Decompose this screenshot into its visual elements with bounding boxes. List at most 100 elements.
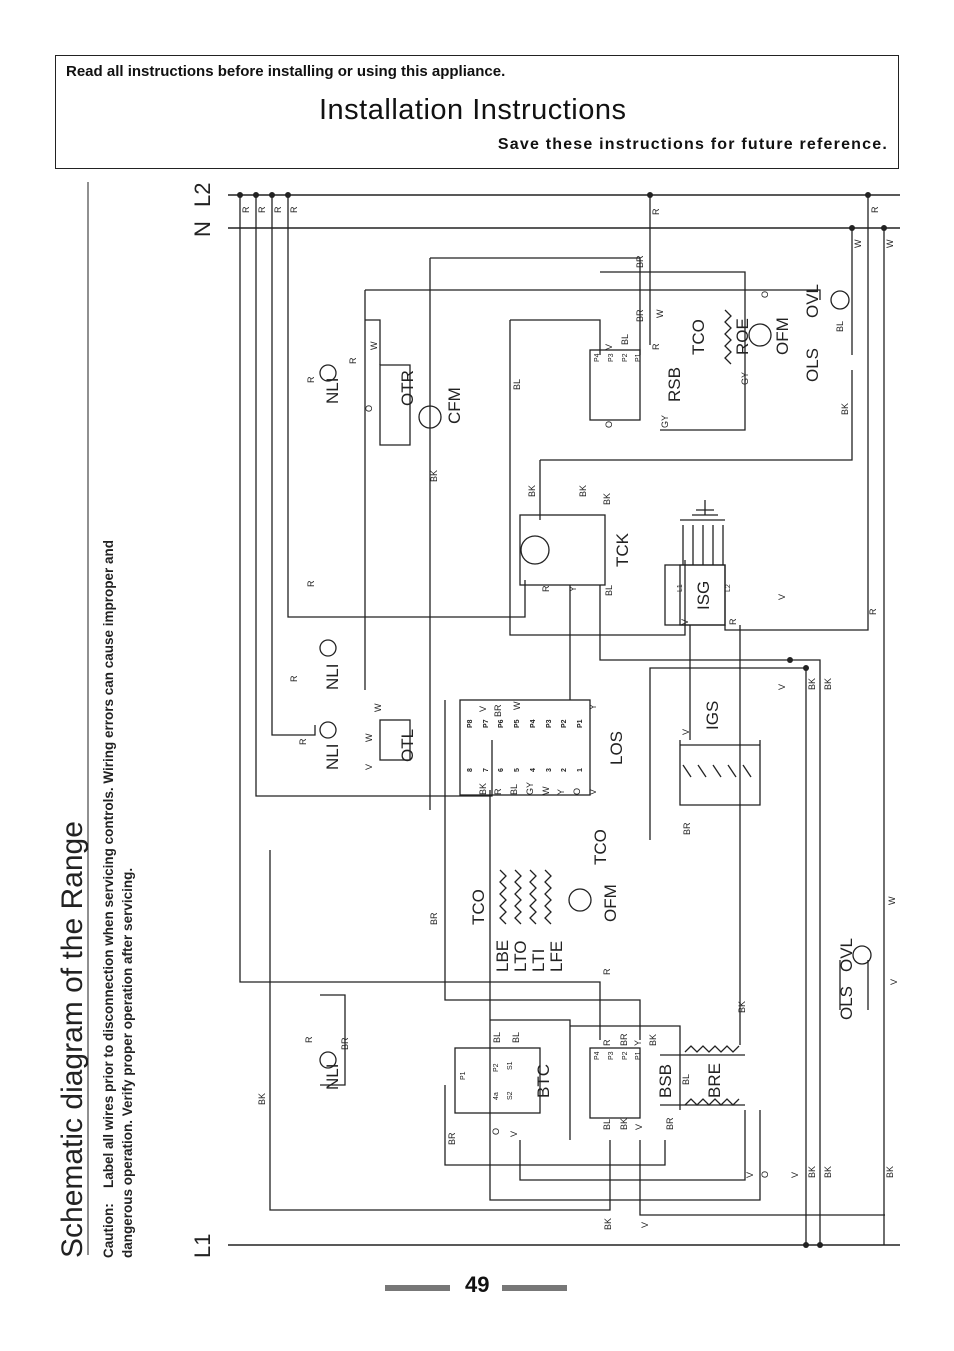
wire-code-o: O <box>572 788 582 795</box>
wire-code-bk: BK <box>840 403 850 415</box>
terminal-p4: P4 <box>530 719 537 728</box>
isg-label: ISG <box>694 581 713 610</box>
terminal-6: 6 <box>498 768 505 772</box>
wire-code-v: V <box>588 789 598 795</box>
wire-code-v: V <box>640 1222 650 1228</box>
power-rails <box>228 194 900 1246</box>
otl-label: OTL <box>398 729 417 762</box>
wire-code-bk: BK <box>478 783 488 795</box>
wire-code-bk: BK <box>429 470 439 482</box>
wire-code-br: BR <box>447 1132 457 1145</box>
wire-code-bl: BL <box>835 321 845 332</box>
ofm-motor-icon <box>748 323 772 347</box>
wire-code-bk: BK <box>885 1166 895 1178</box>
bsb-terminal-p2: P2 <box>622 1051 629 1060</box>
tco-label-1: TCO <box>689 319 708 355</box>
wire-code-bk: BK <box>737 1001 747 1013</box>
component-boxes <box>379 349 726 1119</box>
wire-code-o: O <box>760 291 770 298</box>
isg-terminal-l1: L1 <box>677 584 684 592</box>
heating-elements <box>499 309 740 1106</box>
wire-code-y: Y <box>588 704 598 710</box>
terminal-3: 3 <box>546 768 553 772</box>
wire-code-r: R <box>257 206 267 213</box>
wire-code-r: R <box>868 608 878 615</box>
wire-code-w: W <box>853 239 863 248</box>
isg-block <box>664 564 726 626</box>
wire-code-y: Y <box>568 586 578 592</box>
wire-code-w: W <box>512 701 522 710</box>
wire-code-v: V <box>509 1131 519 1137</box>
page-title: Installation Instructions <box>319 94 627 126</box>
los-label: LOS <box>607 731 626 765</box>
wire-code-r: R <box>870 206 880 213</box>
otr-label: OTR <box>398 370 417 406</box>
wire-code-o: O <box>760 1171 770 1178</box>
lti-element-icon <box>529 869 537 925</box>
terminal-p5: P5 <box>514 719 521 728</box>
igs-switch-contacts <box>680 744 760 778</box>
wire-code-o: O <box>364 405 374 412</box>
page-footer: 49 <box>385 1272 567 1302</box>
wire-code-v: V <box>680 619 690 625</box>
nli-lamp-icon-3 <box>319 721 337 739</box>
nli-label-3: NLI <box>323 744 342 770</box>
motor-symbols <box>418 323 772 912</box>
igs-label: IGS <box>703 701 722 730</box>
cfm-label: CFM <box>445 387 464 424</box>
wire-code-w: W <box>887 896 897 905</box>
caution-text-line1: Label all wires prior to disconnection w… <box>101 540 116 1188</box>
terminal-7: 7 <box>483 768 490 772</box>
lbe-element-icon <box>499 869 507 925</box>
ovl-lamp-icon-2 <box>852 945 872 965</box>
terminal-1: 1 <box>577 768 584 772</box>
lamp-symbols <box>319 290 872 1069</box>
lfe-label: LFE <box>547 941 566 972</box>
tco-label-3: TCO <box>469 889 488 925</box>
bsb-terminal-p1: P1 <box>635 1051 642 1060</box>
cfm-motor-icon <box>418 405 442 429</box>
ols-label-1: OLS <box>803 348 822 382</box>
terminal-4: 4 <box>530 768 537 772</box>
wire-code-r: R <box>289 675 299 682</box>
terminal-p8: P8 <box>467 719 474 728</box>
wire-code-v: V <box>604 344 614 350</box>
terminal-p1: P1 <box>577 719 584 728</box>
rail-label-n: N <box>190 221 215 237</box>
wire-code-br: BR <box>635 309 645 322</box>
bsb-terminal-p4: P4 <box>594 1051 601 1060</box>
btc-terminal-4a: 4a <box>493 1092 500 1100</box>
wire-code-o: O <box>491 1128 501 1135</box>
nli-lamp-icon-2 <box>319 639 337 657</box>
wire-code-bl: BL <box>511 1032 521 1043</box>
wire-code-v: V <box>745 1172 755 1178</box>
wire-code-bk: BK <box>619 1118 629 1130</box>
wire-code-br: BR <box>682 822 692 835</box>
rsb-terminal-p3: P3 <box>608 353 615 362</box>
wire-code-br: BR <box>665 1117 675 1130</box>
terminal-8: 8 <box>467 768 474 772</box>
wire-code-r: R <box>651 208 661 215</box>
wire-code-gy: GY <box>525 782 535 795</box>
wire-code-bk: BK <box>602 493 612 505</box>
wire-code-r: R <box>298 738 308 745</box>
wire-code-w: W <box>655 309 665 318</box>
los-block <box>459 699 591 796</box>
wire-code-br: BR <box>429 912 439 925</box>
btc-block <box>454 1047 541 1114</box>
diagram-title: Schematic diagram of the Range <box>56 821 89 1258</box>
otl-block <box>379 719 411 761</box>
wire-code-r: R <box>493 788 503 795</box>
wire-code-gy: GY <box>660 415 670 428</box>
wire-code-bk: BK <box>807 1166 817 1178</box>
wire-code-w: W <box>541 786 551 795</box>
ofm-label-2: OFM <box>601 884 620 922</box>
terminal-p2: P2 <box>561 719 568 728</box>
tck-block <box>519 514 606 586</box>
lto-element-icon <box>514 869 522 925</box>
wire-code-r: R <box>602 968 612 975</box>
ols-label-2: OLS <box>837 986 856 1020</box>
read-instructions-note: Read all instructions before installing … <box>66 63 506 80</box>
wire-code-bl: BL <box>681 1074 691 1085</box>
wire-code-y: Y <box>556 789 566 795</box>
